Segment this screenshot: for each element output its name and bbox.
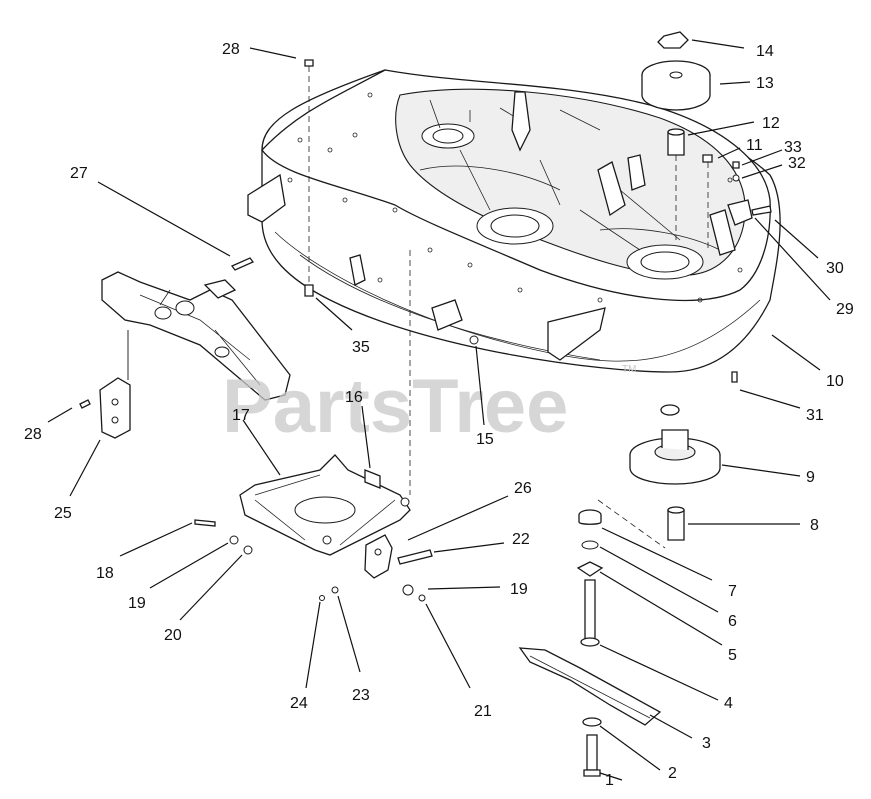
callout-22: 22	[512, 531, 530, 548]
callout-28-top: 28	[222, 41, 240, 58]
callout-31: 31	[806, 407, 824, 424]
callout-7: 7	[728, 583, 737, 600]
callout-26: 26	[514, 480, 532, 497]
callout-33: 33	[784, 139, 802, 156]
callout-6: 6	[728, 613, 737, 630]
watermark-trademark: TM	[622, 364, 636, 375]
callout-numbers: 1 2 3 4 5 6 7 8 9 10 11 12 13 14 15 16 1…	[24, 41, 854, 789]
callout-15: 15	[476, 431, 494, 448]
callout-19-right: 19	[510, 581, 528, 598]
callout-21: 21	[474, 703, 492, 720]
callout-12: 12	[762, 115, 780, 132]
callout-30: 30	[826, 260, 844, 277]
callout-18: 18	[96, 565, 114, 582]
callout-8: 8	[810, 517, 819, 534]
watermark: PartsTree	[222, 364, 568, 449]
callout-4: 4	[724, 695, 733, 712]
deck-support-arm	[79, 257, 291, 439]
leader-lines	[47, 39, 831, 781]
mower-deck	[247, 69, 781, 373]
callout-29: 29	[836, 301, 854, 318]
callout-1: 1	[605, 772, 614, 789]
callout-28-left: 28	[24, 426, 42, 443]
small-hardware	[194, 59, 479, 602]
callout-11: 11	[746, 137, 763, 154]
callout-17: 17	[232, 407, 250, 424]
callout-32: 32	[788, 155, 806, 172]
callout-10: 10	[826, 373, 844, 390]
callout-20: 20	[164, 627, 182, 644]
callout-9: 9	[806, 469, 815, 486]
alignment-lines	[127, 66, 709, 549]
callout-2: 2	[668, 765, 677, 782]
callout-16: 16	[345, 389, 363, 406]
callout-13: 13	[756, 75, 774, 92]
callout-24: 24	[290, 695, 308, 712]
callout-23: 23	[352, 687, 370, 704]
callout-19-left: 19	[128, 595, 146, 612]
spindle-assembly	[518, 31, 772, 777]
callout-27: 27	[70, 165, 88, 182]
callout-5: 5	[728, 647, 737, 664]
callout-35: 35	[352, 339, 370, 356]
callout-3: 3	[702, 735, 711, 752]
callout-14: 14	[756, 43, 774, 60]
callout-25: 25	[54, 505, 72, 522]
lift-bracket	[239, 454, 433, 579]
